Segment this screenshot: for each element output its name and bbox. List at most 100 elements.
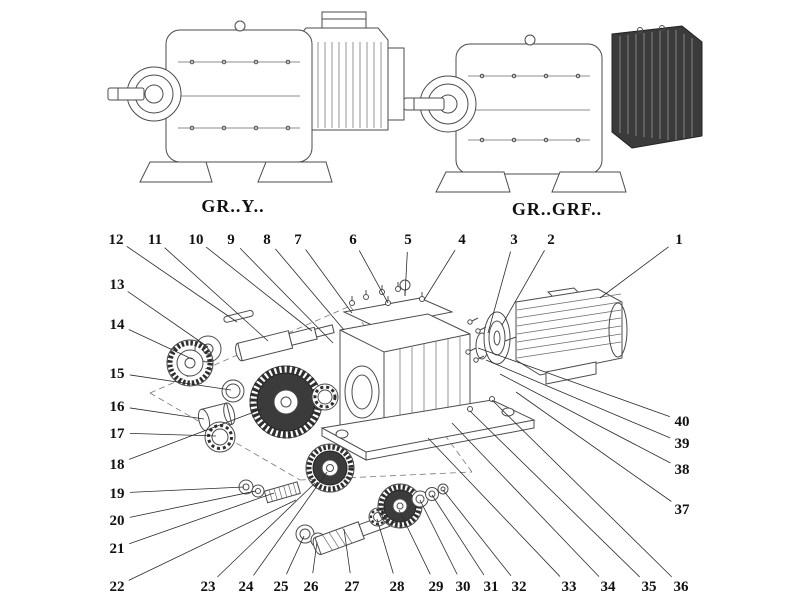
callout-39: 39 <box>675 436 690 452</box>
callout-36: 36 <box>674 579 690 595</box>
foot <box>551 171 627 193</box>
callout-20: 20 <box>110 513 125 529</box>
callout-11: 11 <box>148 232 162 248</box>
input-shaft <box>235 324 335 362</box>
leader-line-3 <box>487 251 511 334</box>
leader-line-27 <box>343 528 351 574</box>
callout-9: 9 <box>227 232 235 248</box>
callout-13: 13 <box>110 277 125 293</box>
motor-foot <box>545 361 597 385</box>
callout-22: 22 <box>110 579 125 595</box>
leader-line-35 <box>469 410 640 578</box>
callout-17: 17 <box>110 426 126 442</box>
callout-4: 4 <box>458 232 466 248</box>
callout-28: 28 <box>390 579 405 595</box>
leader-line-29 <box>398 509 431 575</box>
output-shaft-left <box>107 87 145 101</box>
leader-line-19 <box>129 486 245 493</box>
callout-35: 35 <box>642 579 657 595</box>
leader-line-33 <box>427 437 561 577</box>
leader-line-32 <box>442 489 512 577</box>
callout-32: 32 <box>512 579 527 595</box>
gear-large <box>249 365 323 439</box>
leader-line-17 <box>129 432 217 437</box>
gear-output <box>377 483 423 529</box>
pinion-shaft <box>263 481 301 504</box>
assembled-view-gr-y <box>107 11 405 183</box>
leader-line-7 <box>305 249 353 314</box>
top-cover <box>342 297 454 328</box>
leader-line-28 <box>376 518 394 574</box>
leader-line-30 <box>419 499 458 575</box>
toothed-ring <box>166 339 214 387</box>
callout-19: 19 <box>110 486 125 502</box>
eye-bolt <box>234 20 246 32</box>
callout-31: 31 <box>484 579 499 595</box>
callout-18: 18 <box>110 457 125 473</box>
model-label-right: GR..GRF.. <box>512 199 602 219</box>
callout-25: 25 <box>274 579 289 595</box>
callout-14: 14 <box>110 317 126 333</box>
callout-2: 2 <box>547 232 555 248</box>
housing-bore <box>344 365 380 419</box>
leader-line-40 <box>477 347 670 417</box>
callout-23: 23 <box>201 579 216 595</box>
callout-1: 1 <box>675 232 683 248</box>
motor-endcap-left <box>387 47 405 121</box>
washer <box>251 484 265 498</box>
bearing-large <box>204 421 236 453</box>
leader-line-22 <box>128 499 297 581</box>
callout-16: 16 <box>110 399 126 415</box>
leader-line-38 <box>499 373 671 464</box>
ring <box>437 483 449 495</box>
leader-line-15 <box>129 374 232 391</box>
leader-line-36 <box>491 399 673 578</box>
finned-cover <box>611 25 703 149</box>
foot <box>435 171 511 193</box>
leader-line-24 <box>253 471 328 576</box>
leader-line-8 <box>275 248 345 331</box>
callout-27: 27 <box>345 579 361 595</box>
model-label-left: GR..Y.. <box>201 196 264 216</box>
gear-intermediate <box>305 443 355 493</box>
callout-3: 3 <box>510 232 518 248</box>
callout-34: 34 <box>601 579 617 595</box>
exploded-view <box>149 279 628 556</box>
leader-line-13 <box>127 291 209 348</box>
callout-21: 21 <box>110 541 125 557</box>
leader-line-25 <box>286 535 305 575</box>
motor-shaft <box>504 336 517 342</box>
callout-37: 37 <box>675 502 691 518</box>
leader-line-26 <box>312 541 318 574</box>
leader-line-31 <box>431 494 485 576</box>
motor-body <box>515 288 623 376</box>
leader-line-11 <box>164 247 269 342</box>
callout-33: 33 <box>562 579 577 595</box>
callout-26: 26 <box>304 579 320 595</box>
ring <box>425 487 439 501</box>
callout-29: 29 <box>429 579 444 595</box>
assembled-view-gr-grf <box>403 25 703 193</box>
callout-15: 15 <box>110 366 125 382</box>
leader-line-12 <box>126 246 238 323</box>
callout-5: 5 <box>404 232 412 248</box>
foot <box>139 161 213 183</box>
leader-line-34 <box>451 422 600 577</box>
leader-line-4 <box>423 249 456 301</box>
leader-line-20 <box>129 490 257 518</box>
leader-line-21 <box>129 492 275 545</box>
callout-40: 40 <box>675 414 690 430</box>
callout-30: 30 <box>456 579 471 595</box>
leader-line-18 <box>129 408 263 460</box>
callout-6: 6 <box>349 232 357 248</box>
callout-8: 8 <box>263 232 271 248</box>
shaft-key <box>223 309 254 323</box>
motor-flange <box>465 311 511 412</box>
leader-line-37 <box>515 391 672 502</box>
leader-line-6 <box>358 250 389 304</box>
leader-line-10 <box>205 246 313 332</box>
leader-line-2 <box>501 250 545 326</box>
leader-line-39 <box>485 359 671 439</box>
